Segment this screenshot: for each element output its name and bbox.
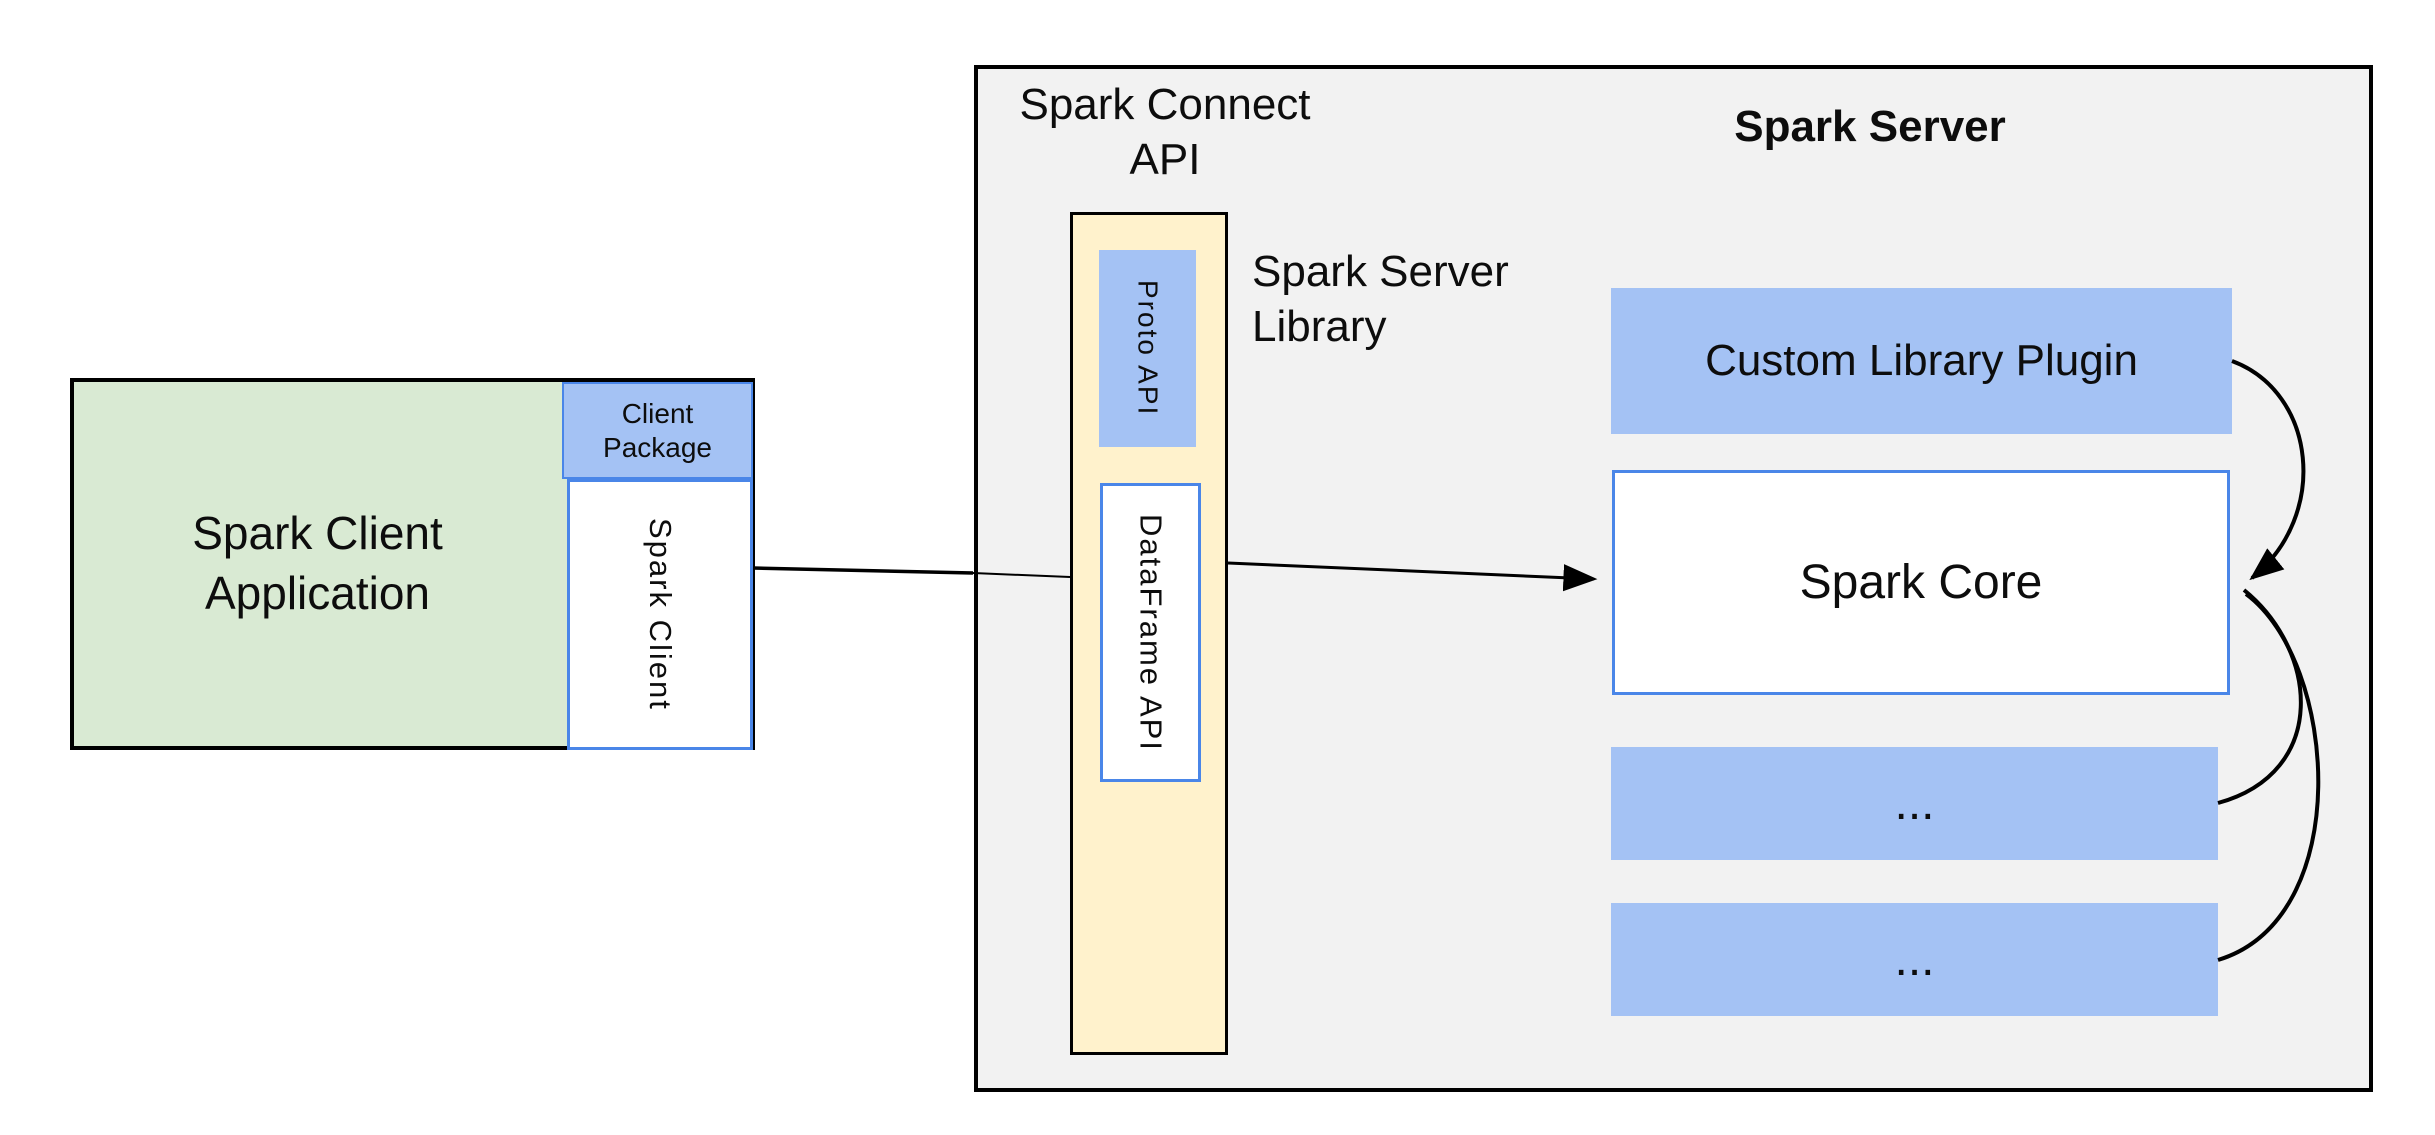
spark-core-label: Spark Core xyxy=(1799,556,2043,609)
more-plugins-label-1: ... xyxy=(1894,777,1935,830)
proto-api-label: Proto API xyxy=(1132,280,1164,417)
spark-client-box: Spark Client xyxy=(567,479,753,750)
spark-server-title: Spark Server xyxy=(1734,102,2006,151)
client-package-box: Client Package xyxy=(562,382,753,479)
spark-client-application-label: Spark Client Application xyxy=(192,507,443,619)
spark-server-library-label: Spark Server Library xyxy=(1252,247,1509,351)
more-plugins-box-2: ... xyxy=(1611,903,2218,1016)
arrow-client-to-connect-api xyxy=(752,566,974,575)
custom-library-plugin-label: Custom Library Plugin xyxy=(1705,335,2138,385)
spark-connect-api-title: Spark Connect API xyxy=(1019,80,1311,184)
proto-api-box: Proto API xyxy=(1099,250,1196,447)
spark-core-box: Spark Core xyxy=(1612,470,2230,695)
more-plugins-box-1: ... xyxy=(1611,747,2218,860)
dataframe-api-box: DataFrame API xyxy=(1100,483,1201,782)
more-plugins-label-2: ... xyxy=(1894,933,1935,986)
custom-library-plugin-box: Custom Library Plugin xyxy=(1611,288,2232,434)
dataframe-api-label: DataFrame API xyxy=(1133,513,1169,752)
spark-client-label: Spark Client xyxy=(643,518,678,711)
client-package-label: Client Package xyxy=(603,398,712,463)
